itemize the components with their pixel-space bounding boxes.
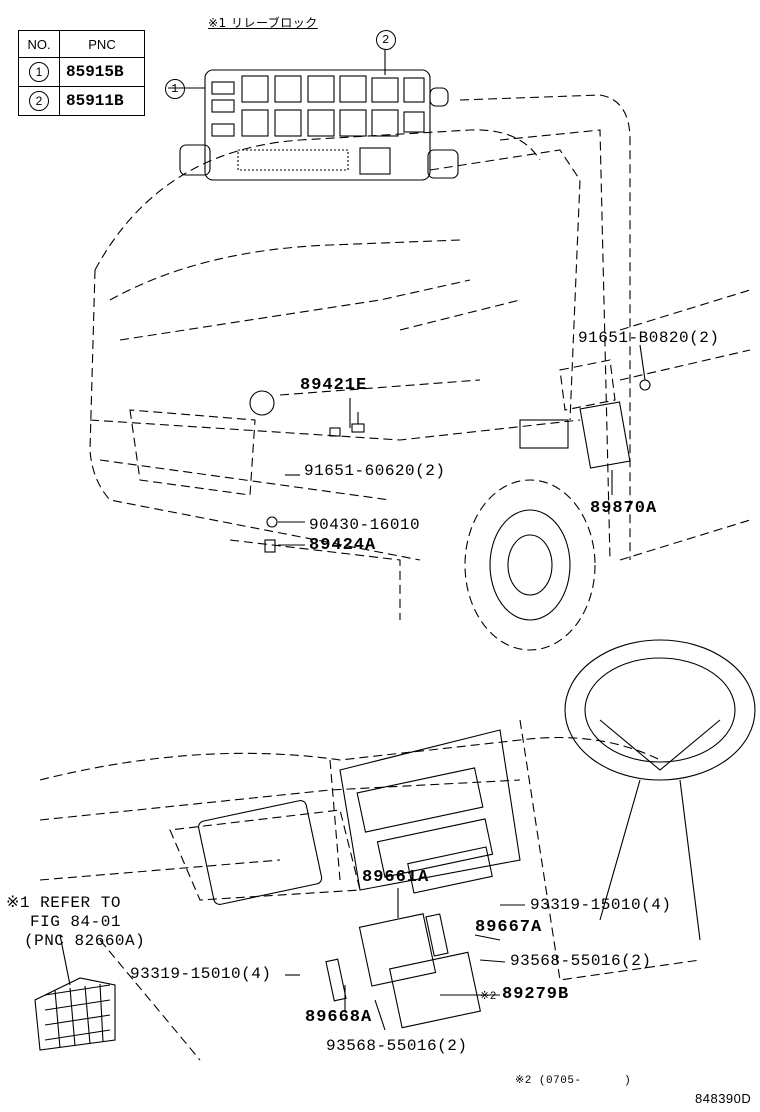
steering-wheel [564,639,756,941]
part-93319-15010-right[interactable]: 93319-15010(4) [530,896,672,914]
part-93568-55016-right[interactable]: 93568-55016(2) [510,952,652,970]
part-91651-60620[interactable]: 91651-60620(2) [304,462,446,480]
dashboard-outline [39,719,701,1061]
footnote: ※2 (0705- ) [515,1075,632,1087]
part-89279B[interactable]: 89279B [502,985,570,1004]
leaders-bottom [59,888,525,1031]
refer-note-line1: ※1 REFER TO [6,894,121,912]
legend-pnc-1[interactable]: 85915B [59,57,145,87]
refer-note-line2: FIG 84-01 [30,913,121,931]
part-89668A[interactable]: 89668A [305,1008,373,1027]
mark-2: ※2 [480,991,497,1003]
callout-1: 1 [165,79,185,99]
relay-block [179,69,459,181]
part-89870A[interactable]: 89870A [590,499,658,518]
refer-note-line3: (PNC 82660A) [24,932,146,950]
relay-block-label: ※1 リレーブロック [208,16,318,30]
legend-header-no: NO. [18,30,60,58]
truck-outline [89,94,751,620]
part-89661A[interactable]: 89661A [362,868,430,887]
callout-2: 2 [376,30,396,50]
legend-row: 2 85911B [18,86,145,116]
legend-row: 1 85915B [18,57,145,87]
part-89424A[interactable]: 89424A [309,536,377,555]
legend-header-row: NO. PNC [18,30,145,58]
part-93319-15010-left[interactable]: 93319-15010(4) [130,965,272,983]
part-90430-16010[interactable]: 90430-16010 [309,516,421,534]
figure-id: 848390D [695,1091,752,1106]
fuse-block [34,977,116,1051]
part-93568-55016-bottom[interactable]: 93568-55016(2) [326,1037,468,1055]
front-wheel [464,479,596,651]
pnc-legend-table: NO. PNC 1 85915B 2 85911B [18,30,145,116]
legend-header-pnc: PNC [59,30,145,58]
part-89667A[interactable]: 89667A [475,918,543,937]
part-89421E[interactable]: 89421E [300,376,368,395]
leaders-top [168,50,646,546]
legend-no-1: 1 [29,62,49,82]
center-console [198,729,521,1029]
legend-no-2: 2 [29,91,49,111]
legend-pnc-2[interactable]: 85911B [59,86,145,116]
part-91651-B0820[interactable]: 91651-B0820(2) [578,329,720,347]
